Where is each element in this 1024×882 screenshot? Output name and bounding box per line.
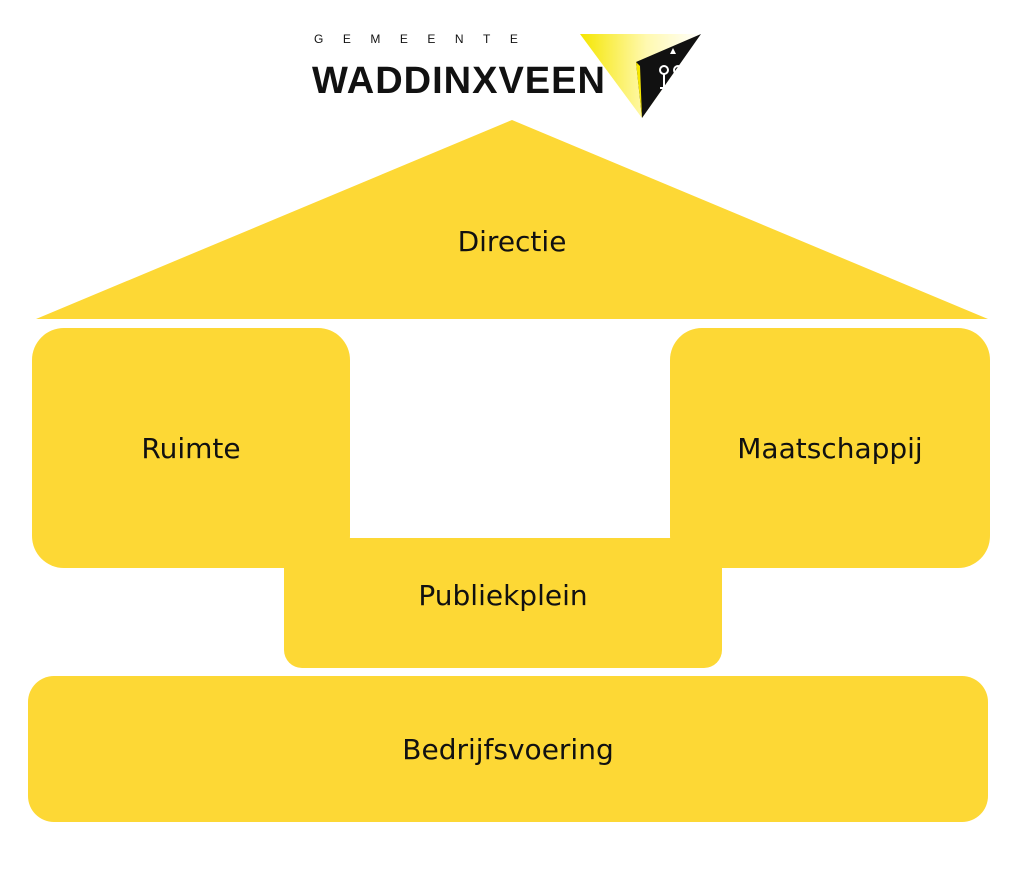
ruimte-label: Ruimte (141, 431, 241, 465)
maatschappij-block: Maatschappij (670, 328, 990, 568)
maatschappij-label: Maatschappij (737, 431, 923, 465)
directie-roof (36, 120, 988, 319)
bedrijfsvoering-label: Bedrijfsvoering (402, 732, 614, 766)
waddinxveen-crest-icon (580, 34, 701, 118)
bedrijfsvoering-block: Bedrijfsvoering (28, 676, 988, 822)
ruimte-block: Ruimte (32, 328, 350, 568)
logo-subtitle: GEMEENTE (314, 32, 538, 46)
directie-label: Directie (457, 225, 567, 258)
logo-title: WADDINXVEEN (312, 60, 606, 102)
publiekplein-label: Publiekplein (418, 578, 588, 612)
municipality-logo: GEMEENTE WADDINXVEEN (300, 28, 720, 123)
publiekplein-block: Publiekplein (284, 538, 722, 668)
